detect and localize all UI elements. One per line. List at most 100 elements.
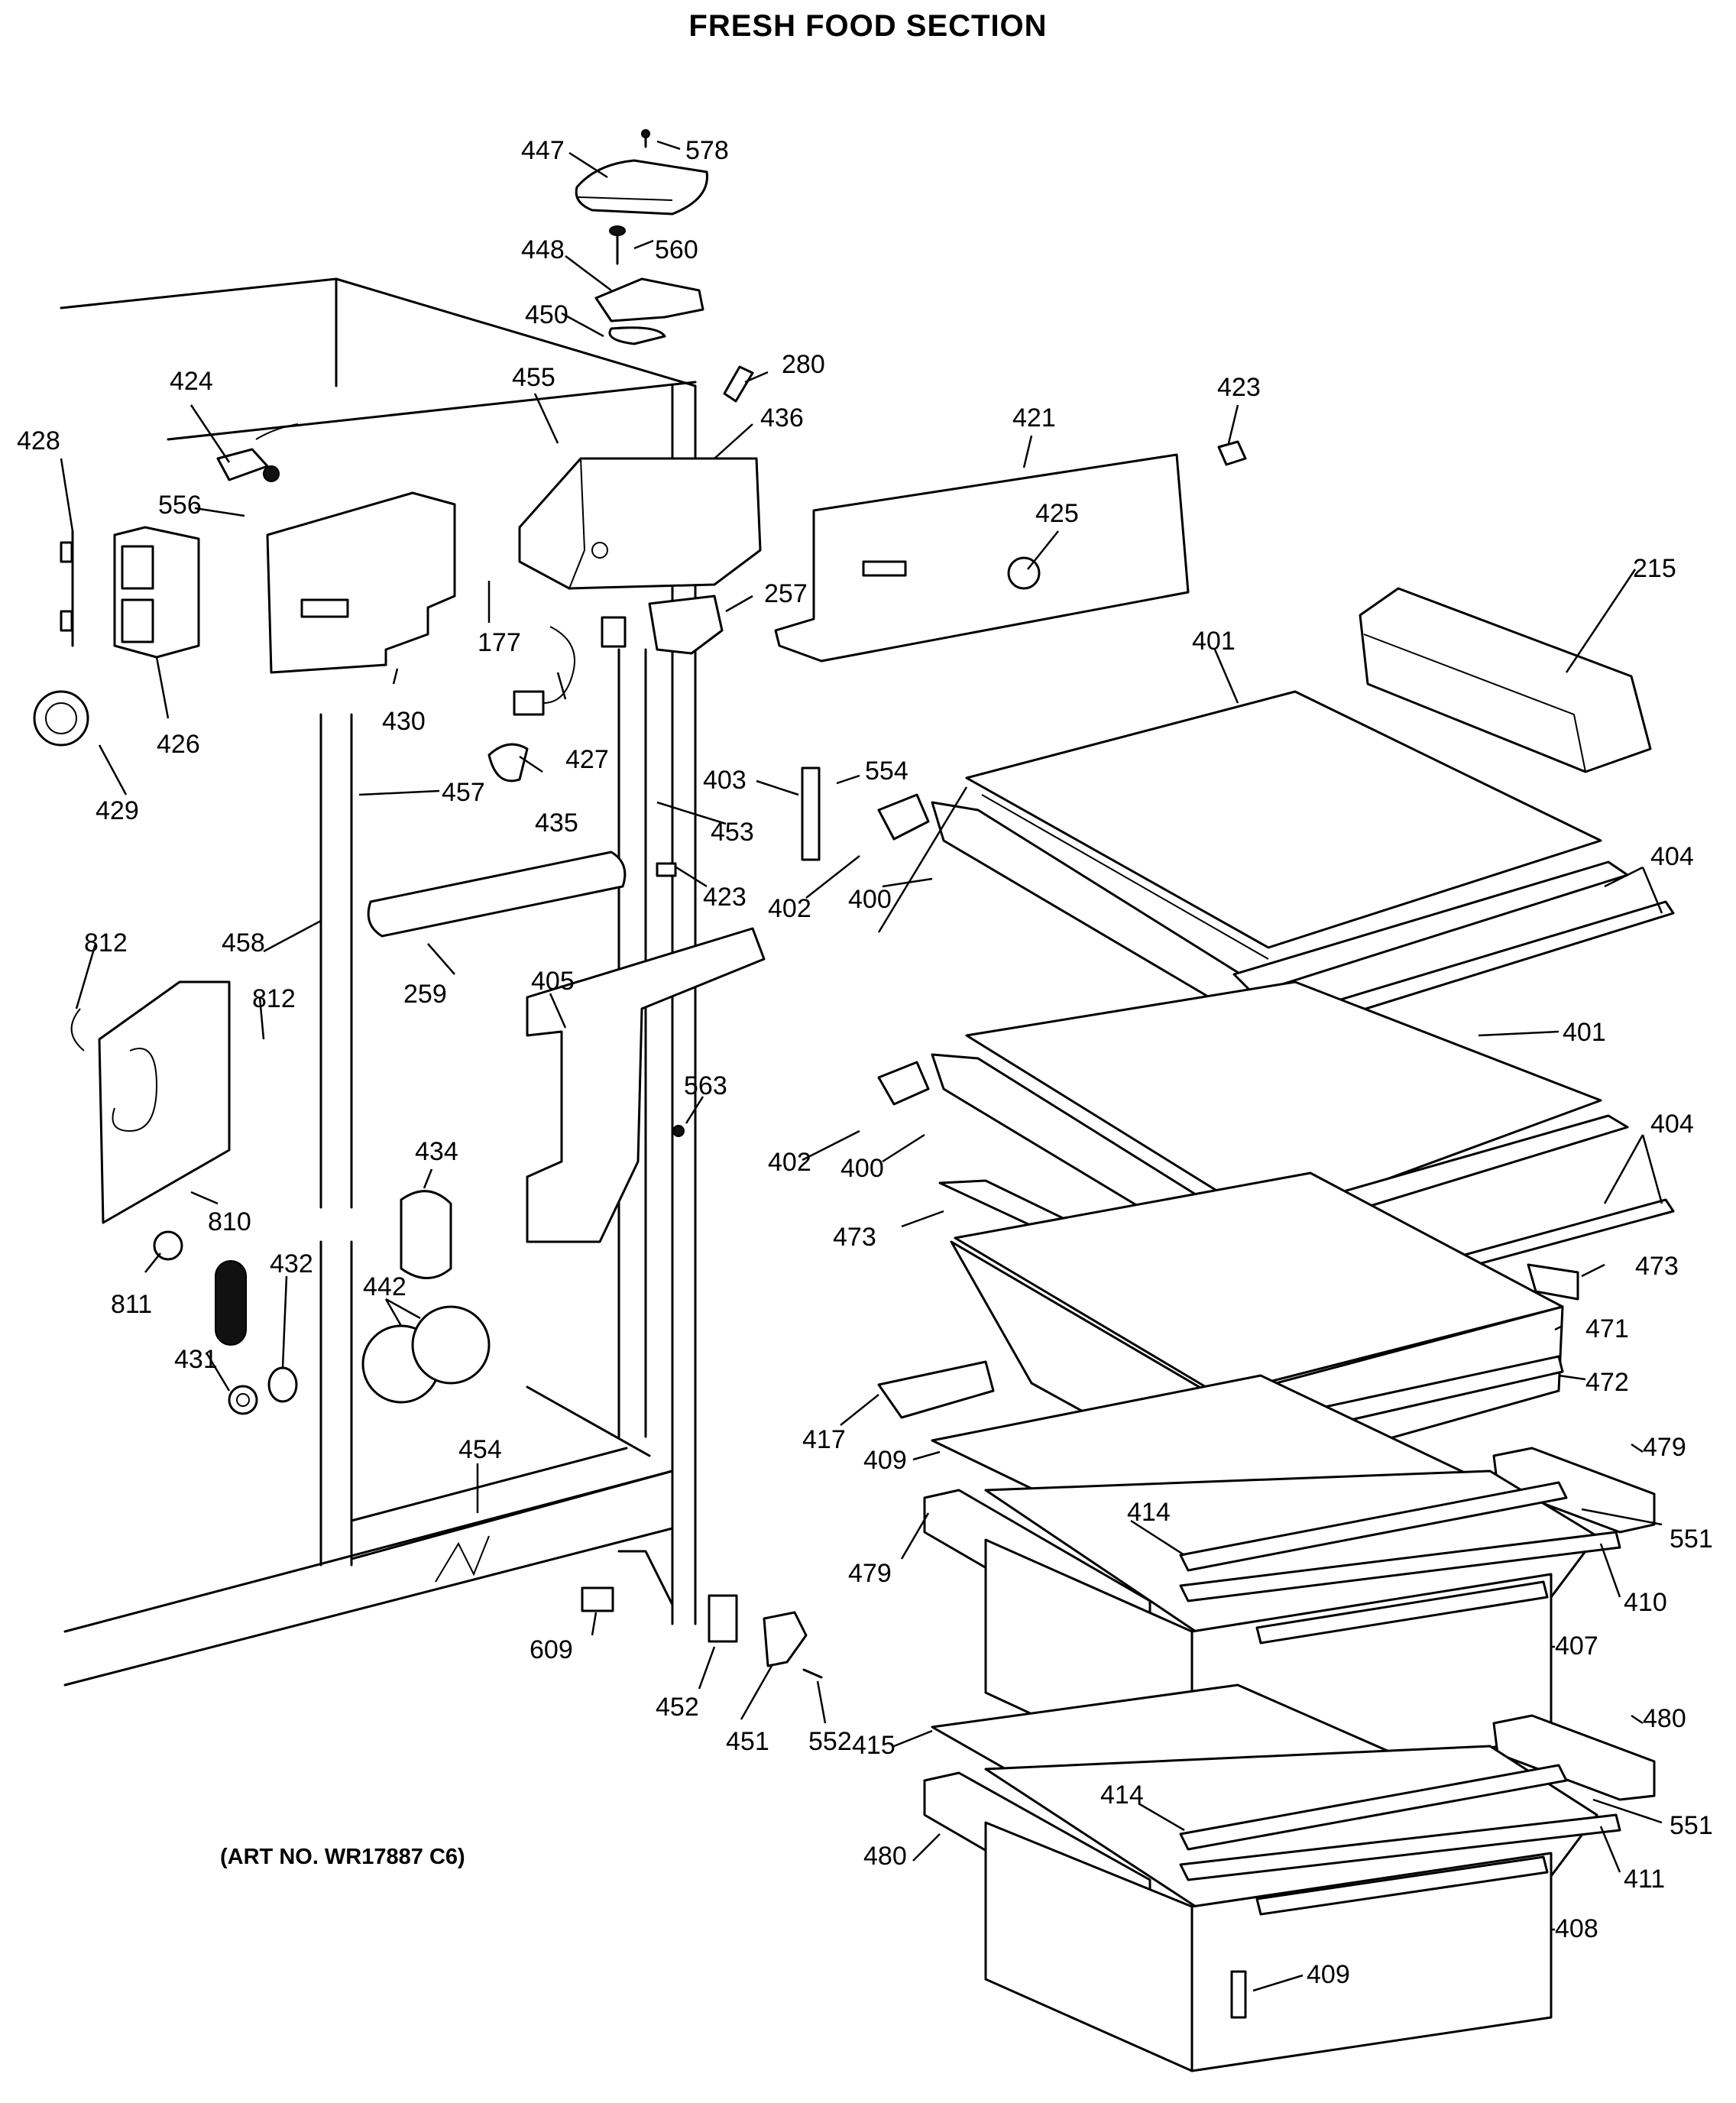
callout-label: 415 (852, 1731, 896, 1760)
callout-label: 423 (1217, 373, 1261, 402)
light-socket-wiring (513, 616, 627, 716)
callout-label: 259 (403, 980, 447, 1009)
callout-label: 810 (208, 1207, 251, 1236)
socket-423b (656, 862, 677, 877)
callout-label: 407 (1555, 1632, 1598, 1661)
callout-label: 417 (802, 1425, 846, 1454)
callout-label: 428 (17, 426, 60, 455)
callout-label: 414 (1127, 1498, 1171, 1527)
callout-label: 409 (863, 1446, 907, 1475)
callout-label: 430 (382, 707, 426, 736)
callout-label: 563 (684, 1071, 727, 1100)
callout-label: 447 (521, 136, 565, 165)
callout-label: 400 (848, 885, 892, 914)
hinge-screw-bolt (609, 225, 626, 265)
callout-label: 409 (1307, 1960, 1350, 1989)
middle-shelf (965, 980, 1602, 1224)
shelf-glide-402 (877, 793, 930, 841)
callout-label: 811 (111, 1290, 152, 1319)
light-bulb (487, 743, 529, 783)
callout-label: 280 (782, 350, 825, 379)
screw-552 (802, 1668, 823, 1679)
temp-control (216, 423, 299, 482)
callout-label: 454 (458, 1435, 502, 1464)
vent-432 (215, 1260, 247, 1346)
callout-label: 411 (1624, 1865, 1665, 1894)
shelf-glide-402b (877, 1061, 930, 1106)
callout-label: 473 (833, 1223, 876, 1252)
callout-label: 455 (512, 363, 555, 392)
callout-label: 404 (1650, 842, 1694, 871)
callout-label: 479 (1643, 1433, 1686, 1462)
callout-label: 434 (415, 1137, 458, 1166)
evaporator-fan-cover (70, 980, 231, 1224)
dairy-bin (1359, 587, 1652, 773)
callout-label: 578 (685, 136, 729, 165)
callout-label: 400 (840, 1154, 884, 1183)
callout-label: 560 (655, 235, 698, 264)
callout-label: 402 (768, 894, 811, 923)
callout-label: 450 (525, 300, 568, 329)
callout-label: 215 (1633, 554, 1676, 583)
callout-labels: 447 578 448 560 450 280 424 455 436 421 … (17, 136, 1713, 1989)
control-housing (266, 491, 456, 674)
callout-label: 405 (531, 967, 575, 996)
cabinet-outline (60, 277, 697, 1687)
upper-shelf (965, 690, 1602, 960)
light-shield-259 (367, 851, 627, 938)
drawer-frame-410 (1179, 1531, 1621, 1602)
callout-label: 472 (1585, 1368, 1629, 1397)
callout-label: 257 (764, 579, 808, 608)
callout-label: 424 (170, 367, 213, 396)
damper-609 (581, 1586, 614, 1612)
callout-label: 423 (703, 883, 747, 912)
top-hinge (594, 277, 704, 345)
callout-label: 471 (1585, 1314, 1629, 1343)
fan-guard-810 (153, 1230, 183, 1261)
callout-label: 480 (1643, 1704, 1686, 1733)
callout-label: 448 (521, 235, 565, 264)
callout-label: 552 (808, 1727, 852, 1756)
drawer-cover-414 (1179, 1481, 1568, 1572)
page-title: FRESH FOOD SECTION (688, 9, 1048, 43)
fan-motor-442 (361, 1305, 491, 1404)
callout-label: 442 (363, 1272, 406, 1301)
callout-label: 425 (1035, 499, 1079, 528)
shelf-light-switch (60, 530, 74, 647)
callout-label: 427 (565, 745, 609, 774)
callout-label: 401 (1192, 627, 1236, 656)
callout-label: 473 (1635, 1252, 1679, 1281)
air-diffuser-434 (400, 1190, 452, 1279)
callout-label: 554 (865, 757, 908, 786)
callout-label: 458 (222, 928, 265, 958)
callout-label: 479 (848, 1559, 892, 1588)
callout-label: 453 (711, 818, 754, 847)
callout-label: 421 (1012, 403, 1056, 433)
leader-lines (60, 140, 1663, 1992)
defrost-timer-bracket (113, 526, 200, 659)
callout-label: 436 (760, 403, 804, 433)
callout-label: 812 (252, 984, 296, 1013)
callout-label: 556 (158, 491, 202, 520)
drawer-frame-411 (1179, 1813, 1621, 1881)
damper-control (648, 595, 724, 655)
callout-label: 431 (174, 1345, 218, 1374)
pan-support-417 (877, 1360, 995, 1419)
callout-label: 403 (703, 766, 747, 795)
callout-label: 480 (863, 1842, 907, 1871)
callout-label: 177 (478, 628, 521, 657)
air-duct-405 (526, 927, 766, 1243)
art-number: (ART NO. WR17887 C6) (220, 1845, 465, 1869)
callout-label: 401 (1563, 1018, 1606, 1047)
callout-label: 457 (442, 778, 485, 807)
callout-label: 410 (1624, 1588, 1667, 1617)
control-panel (774, 453, 1190, 663)
callout-label: 414 (1100, 1781, 1144, 1810)
drawer-408 (984, 1745, 1598, 2072)
callout-label: 812 (84, 928, 128, 958)
crisper-cover (938, 1171, 1564, 1396)
screw-563 (672, 1125, 685, 1137)
plate-452 (708, 1594, 738, 1643)
callout-label: 452 (656, 1693, 699, 1722)
